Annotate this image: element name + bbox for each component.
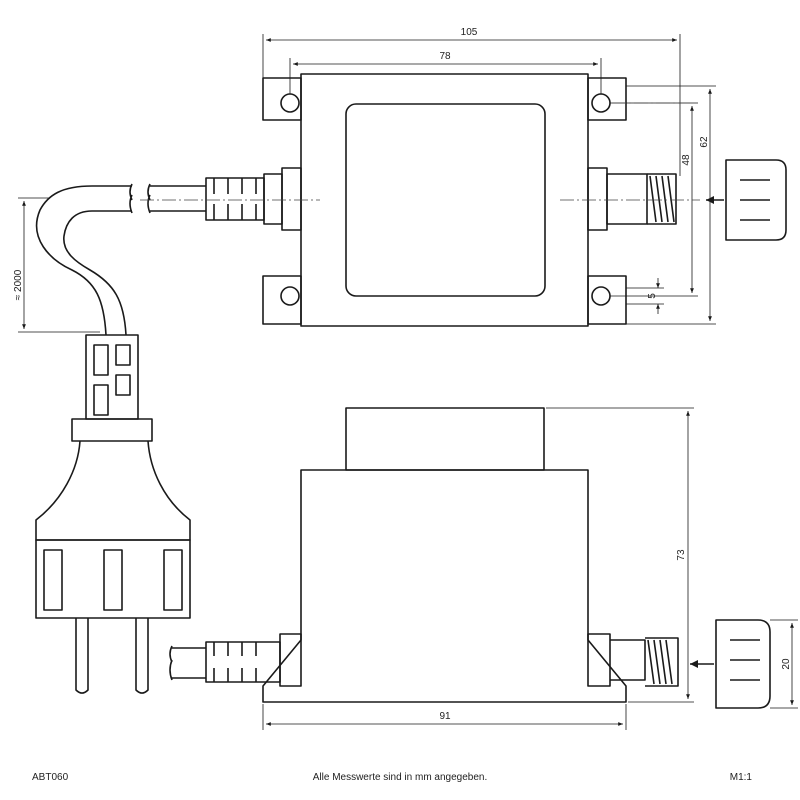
housing-lid xyxy=(345,103,546,297)
scale-label: M1:1 xyxy=(729,772,752,783)
dim-top-width-inner: 78 xyxy=(439,51,451,62)
measurement-note: Alle Messwerte sind in mm angegeben. xyxy=(312,772,488,783)
cable-gland-left xyxy=(205,167,302,231)
dim-cable-length: ≈ 2000 xyxy=(13,269,24,300)
dim-hole-offset: 5 xyxy=(647,293,658,299)
dim-cap-height: 20 xyxy=(781,658,792,670)
power-plug xyxy=(35,334,191,694)
dim-side-height: 73 xyxy=(676,549,687,561)
mount-hole-icon xyxy=(591,93,611,113)
side-view xyxy=(169,407,771,709)
output-connector xyxy=(587,167,677,231)
mount-hole-icon xyxy=(280,286,300,306)
dim-top-height-holes: 48 xyxy=(681,154,692,166)
mount-hole-icon xyxy=(280,93,300,113)
connector-cap xyxy=(725,159,787,241)
dim-top-height-outer: 62 xyxy=(699,136,710,148)
dim-side-width: 91 xyxy=(439,711,451,722)
cable xyxy=(150,185,206,212)
model-number: ABT060 xyxy=(32,772,69,783)
mount-hole-icon xyxy=(591,286,611,306)
dim-top-width-outer: 105 xyxy=(461,27,478,38)
